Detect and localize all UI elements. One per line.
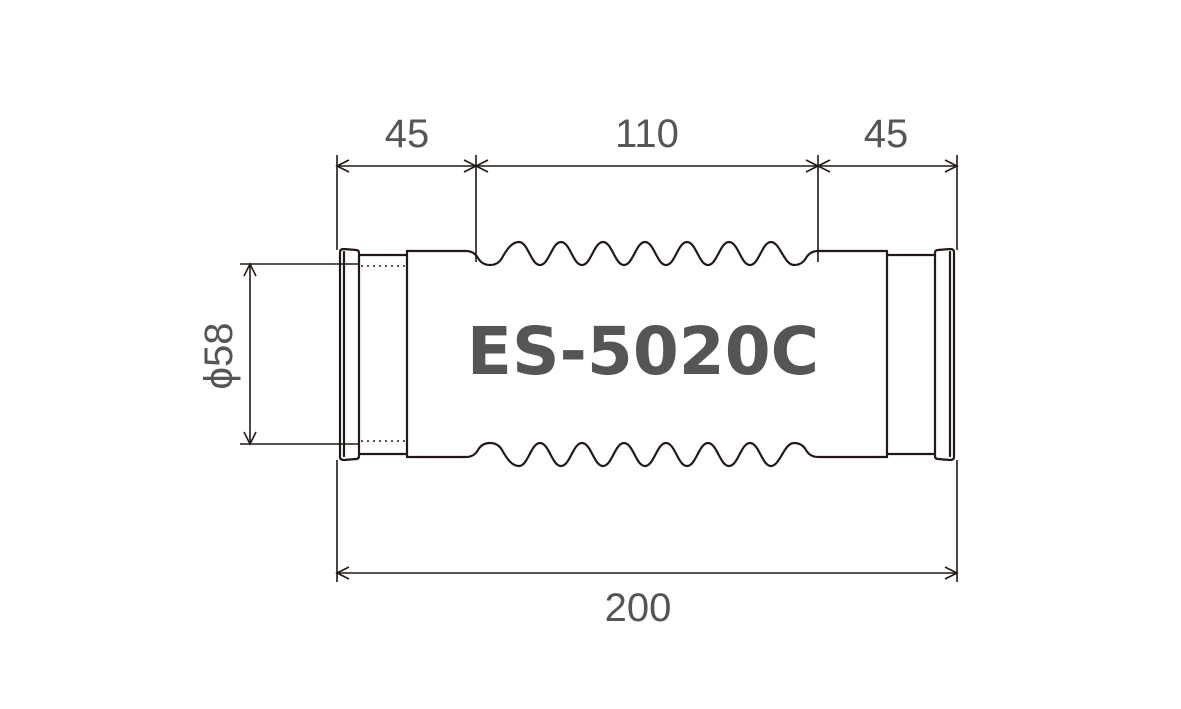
dimension-label-middle: 110 bbox=[615, 112, 679, 156]
model-label: ES-5020C bbox=[467, 313, 819, 390]
extension-lines bbox=[240, 155, 958, 582]
right-cuff bbox=[885, 247, 956, 462]
dimension-line-overall-200 bbox=[335, 566, 959, 580]
dimension-label-left: 45 bbox=[385, 112, 430, 156]
dimension-line-right-45 bbox=[816, 159, 959, 173]
dimension-line-diameter bbox=[243, 262, 257, 446]
dimension-line-middle-110 bbox=[474, 159, 820, 173]
dimension-label-diameter: ϕ58 bbox=[197, 323, 241, 390]
dimension-line-left-45 bbox=[335, 159, 478, 173]
dimension-label-right: 45 bbox=[864, 112, 909, 156]
left-cuff bbox=[338, 247, 409, 462]
dimension-label-overall: 200 bbox=[605, 586, 672, 630]
bellows-body bbox=[405, 240, 889, 468]
